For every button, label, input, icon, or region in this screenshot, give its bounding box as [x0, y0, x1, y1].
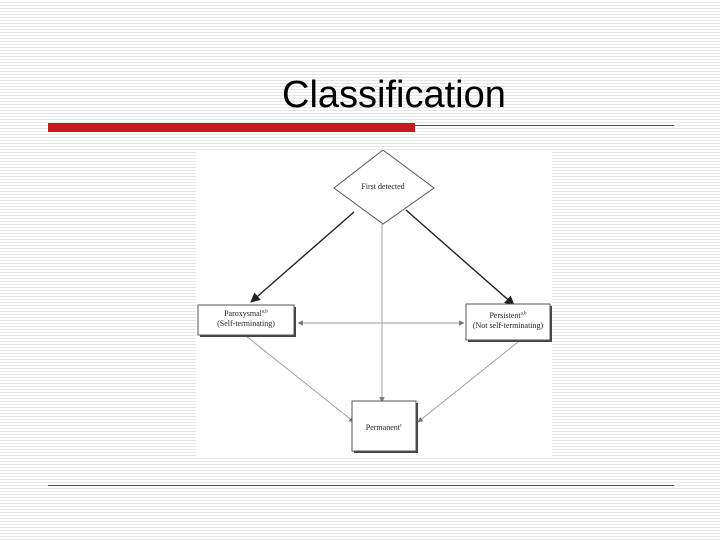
edge-first-detected-to-paroxysmal — [250, 211, 355, 303]
title-accent-bar — [48, 123, 415, 132]
node-persistent-label: Persistent — [489, 311, 521, 320]
node-persistent-superscript: a,b — [520, 311, 527, 317]
node-paroxysmal-label: Paroxysmal — [224, 309, 262, 318]
node-persistent-shape — [465, 303, 551, 341]
node-permanent-shape — [351, 400, 417, 452]
node-permanent-label: Permanent — [365, 423, 400, 432]
node-persistent-sublabel: (Not self-terminating) — [472, 321, 544, 330]
node-paroxysmal-shape — [197, 304, 295, 336]
slide-title: Classification — [282, 74, 506, 116]
edge-first-detected-to-persistent — [405, 209, 515, 306]
node-paroxysmal-superscript: a,b — [261, 309, 268, 315]
node-paroxysmal-sublabel: (Self-terminating) — [217, 319, 275, 328]
edge-persistent-to-permanent — [417, 341, 519, 423]
node-persistent: Persistenta,b (Not self-terminating) — [466, 311, 550, 331]
title-underline — [415, 125, 674, 126]
footer-divider — [48, 485, 674, 486]
node-permanent: Permanentc — [352, 423, 416, 433]
diagram-canvas — [197, 150, 552, 453]
node-first-detected: First detected — [333, 182, 433, 192]
classification-diagram: First detected Paroxysmala,b (Self-termi… — [196, 150, 552, 456]
node-first-detected-label: First detected — [361, 182, 405, 191]
node-paroxysmal: Paroxysmala,b (Self-terminating) — [198, 309, 294, 329]
node-permanent-superscript: c — [399, 423, 403, 429]
edge-paroxysmal-to-permanent — [245, 335, 355, 423]
node-first-detected-shape — [333, 150, 435, 225]
